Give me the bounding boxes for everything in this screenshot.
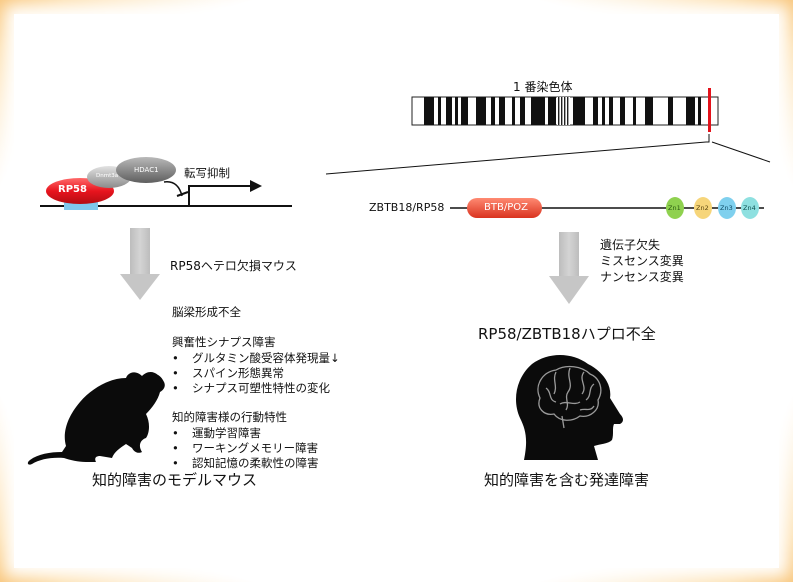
zn1-domain xyxy=(666,197,684,219)
gene-structure xyxy=(450,197,764,219)
list-item: •認知記憶の柔軟性の障害 xyxy=(172,456,319,470)
zoom-line-right xyxy=(711,141,771,163)
zn3-domain xyxy=(718,197,736,219)
repression-complex xyxy=(40,157,292,210)
zn2-domain xyxy=(694,197,712,219)
chromosome-centromere xyxy=(557,97,570,125)
phenotype-title: 脳梁形成不全 xyxy=(172,305,241,319)
rp58-label: RP58 xyxy=(58,184,87,195)
gene-name: ZBTB18/RP58 xyxy=(369,201,445,214)
binding-site xyxy=(64,202,98,210)
chromosome-label: 1 番染色体 xyxy=(513,80,573,94)
mutation-deletion: 遺伝子欠失 xyxy=(600,238,661,252)
chromosome-1 xyxy=(325,88,771,175)
list-item: •ワーキングメモリー障害 xyxy=(172,441,319,455)
zn4-label: Zn4 xyxy=(743,204,756,212)
zn3-label: Zn3 xyxy=(720,204,733,212)
btb-poz-domain xyxy=(467,198,542,218)
list-item: •シナプス可塑性特性の変化 xyxy=(172,381,330,395)
arrow-left xyxy=(120,228,160,300)
repression-arc xyxy=(163,181,183,197)
list-item: •スパイン形態異常 xyxy=(172,366,284,380)
zn4-domain xyxy=(741,197,759,219)
arrow-right xyxy=(549,232,589,304)
zoom-line-left xyxy=(325,141,707,175)
hdac1-label: HDAC1 xyxy=(134,166,159,174)
left-caption: 知的障害のモデルマウス xyxy=(92,471,258,489)
repression-label: 転写抑制 xyxy=(184,166,230,180)
right-caption: 知的障害を含む発達障害 xyxy=(484,471,650,489)
repression-bar xyxy=(176,191,189,197)
hdac1-protein xyxy=(116,157,176,183)
mutation-missense: ミスセンス変異 xyxy=(600,254,684,268)
chromosome-bands xyxy=(424,97,701,125)
head-brain-icon xyxy=(516,355,623,460)
dnmt3a-label: Dnmt3a xyxy=(96,173,119,179)
phenotype-list: 脳梁形成不全 興奮性シナプス障害 •グルタミン酸受容体発現量↓ •スパイン形態異… xyxy=(172,305,340,471)
group1-title: 興奮性シナプス障害 xyxy=(172,335,276,349)
haploinsufficiency-label: RP58/ZBTB18ハプロ不全 xyxy=(478,325,656,343)
mutation-nonsense: ナンセンス変異 xyxy=(600,270,684,284)
list-item: •グルタミン酸受容体発現量↓ xyxy=(172,351,340,365)
transcription-arrow xyxy=(188,185,250,206)
zn1-label: Zn1 xyxy=(668,204,681,212)
mouse-icon xyxy=(27,372,165,465)
zbtb18-locus-marker xyxy=(708,88,711,132)
zn2-label: Zn2 xyxy=(696,204,709,212)
mutation-types: 遺伝子欠失 ミスセンス変異 ナンセンス変異 xyxy=(600,237,684,285)
group2-title: 知的障害様の行動特性 xyxy=(172,410,287,424)
btb-poz-label: BTB/POZ xyxy=(484,202,528,213)
left-arrow-label: RP58ヘテロ欠損マウス xyxy=(170,259,297,273)
brain-icon xyxy=(537,365,602,429)
list-item: •運動学習障害 xyxy=(172,426,261,440)
